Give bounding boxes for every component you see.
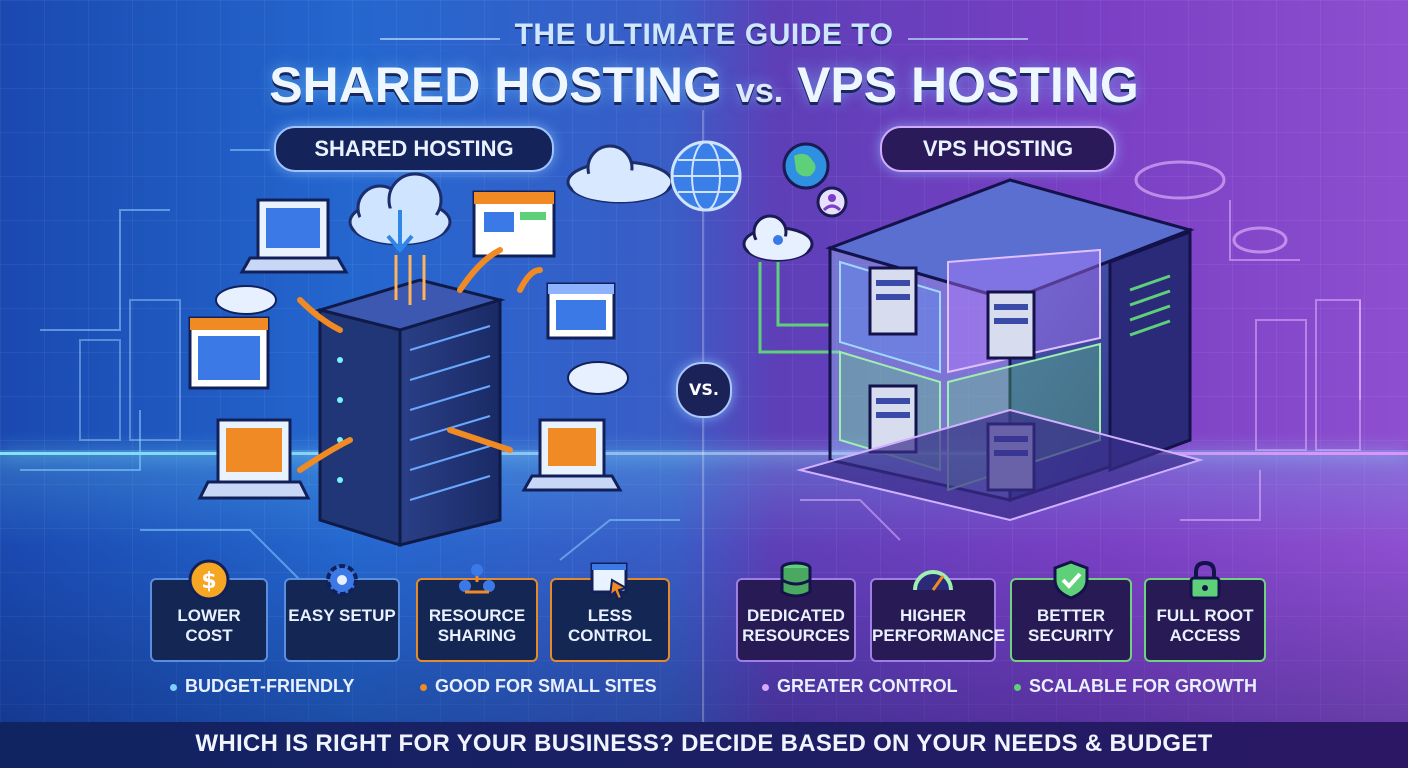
database-icon (780, 561, 812, 598)
dollar-coin-icon: $ (188, 559, 230, 601)
title-rule-left (380, 38, 500, 40)
bullet-scalable: SCALABLE FOR GROWTH (1014, 676, 1257, 697)
bullet-budget-friendly: BUDGET-FRIENDLY (170, 676, 354, 697)
vps-cloud-bg (1134, 160, 1288, 254)
feature-label: DEDICATED RESOURCES (742, 606, 850, 645)
feature-label: LOWER COST (177, 606, 241, 645)
feature-label: LESS CONTROL (567, 606, 653, 645)
vps-connector-lines (758, 262, 840, 354)
shield-check-icon (1053, 560, 1089, 600)
footer-question: WHICH IS RIGHT FOR YOUR BUSINESS? DECIDE… (195, 730, 1213, 757)
feature-label: BETTER SECURITY (1028, 606, 1114, 645)
bullet-text: GREATER CONTROL (777, 676, 958, 696)
feature-label: HIGHER PERFORMANCE (872, 606, 1006, 645)
feature-label: RESOURCE SHARING (428, 606, 526, 645)
bullet-greater-control: GREATER CONTROL (762, 676, 958, 697)
shared-hosting-label: SHARED HOSTING (274, 126, 554, 172)
feature-card-easy-setup: EASY SETUP (284, 564, 400, 662)
shared-cloud-small (215, 285, 629, 395)
users-network-icon (459, 564, 495, 594)
feature-card-resource-sharing: RESOURCE SHARING (416, 564, 538, 662)
bullet-text: SCALABLE FOR GROWTH (1029, 676, 1257, 696)
vps-cloud-user-icon (742, 214, 814, 262)
feature-label: FULL ROOT ACCESS (1156, 606, 1254, 645)
center-divider (702, 110, 704, 730)
feature-label: EASY SETUP (288, 606, 396, 625)
bullet-text: BUDGET-FRIENDLY (185, 676, 355, 696)
bullet-dot (170, 683, 177, 691)
shared-window-2 (188, 316, 270, 390)
title-shared: SHARED HOSTING (269, 57, 722, 113)
speedometer-icon (913, 570, 953, 591)
shared-laptop-3 (521, 418, 623, 492)
vps-server-cabinet (796, 178, 1204, 522)
shared-window-3 (546, 282, 616, 340)
feature-card-dedicated-resources: DEDICATED RESOURCES (736, 561, 856, 662)
padlock-icon (1189, 560, 1221, 600)
title-rule-right (908, 38, 1028, 40)
horizon-line (0, 452, 1408, 455)
bullet-text: GOOD FOR SMALL SITES (435, 676, 657, 696)
feature-card-lower-cost: $ LOWER COST (150, 559, 268, 662)
shared-cloud-icon (348, 172, 452, 254)
shared-laptop-1 (239, 198, 349, 274)
shared-server-tower (314, 278, 506, 548)
globe-icon (670, 140, 742, 212)
feature-card-higher-performance: HIGHER PERFORMANCE (870, 570, 1006, 662)
shared-laptop-2 (197, 418, 311, 500)
bullet-dot (420, 683, 427, 691)
vps-bg-racks (1255, 299, 1361, 451)
title-vps: VPS HOSTING (797, 57, 1139, 113)
shared-cloud-right (566, 144, 674, 204)
svg-text:$: $ (201, 569, 216, 594)
vs-badge: VS. (676, 362, 732, 418)
shared-window-1 (472, 190, 556, 258)
bullet-dot (1014, 683, 1021, 691)
bullet-dot (762, 683, 769, 691)
main-title: SHARED HOSTING vs. VPS HOSTING (0, 56, 1408, 114)
shared-arrows (297, 247, 543, 473)
shared-arrows-vertical (394, 255, 426, 305)
bullet-small-sites: GOOD FOR SMALL SITES (420, 676, 657, 697)
feature-card-better-security: BETTER SECURITY (1010, 560, 1132, 662)
feature-card-less-control: LESS CONTROL (550, 562, 670, 662)
user-icon (816, 186, 848, 218)
title-line-1: THE ULTIMATE GUIDE TO (514, 18, 894, 51)
shared-bg-racks (79, 299, 181, 441)
footer-bar (0, 722, 1408, 768)
title-vs: vs. (735, 72, 784, 110)
vps-globe-icon (782, 142, 830, 190)
window-cursor-icon (590, 562, 629, 601)
feature-card-full-root-access: FULL ROOT ACCESS (1144, 560, 1266, 662)
gear-icon (326, 564, 358, 596)
vps-hosting-label: VPS HOSTING (880, 126, 1116, 172)
shared-circuit-lines (20, 149, 680, 581)
